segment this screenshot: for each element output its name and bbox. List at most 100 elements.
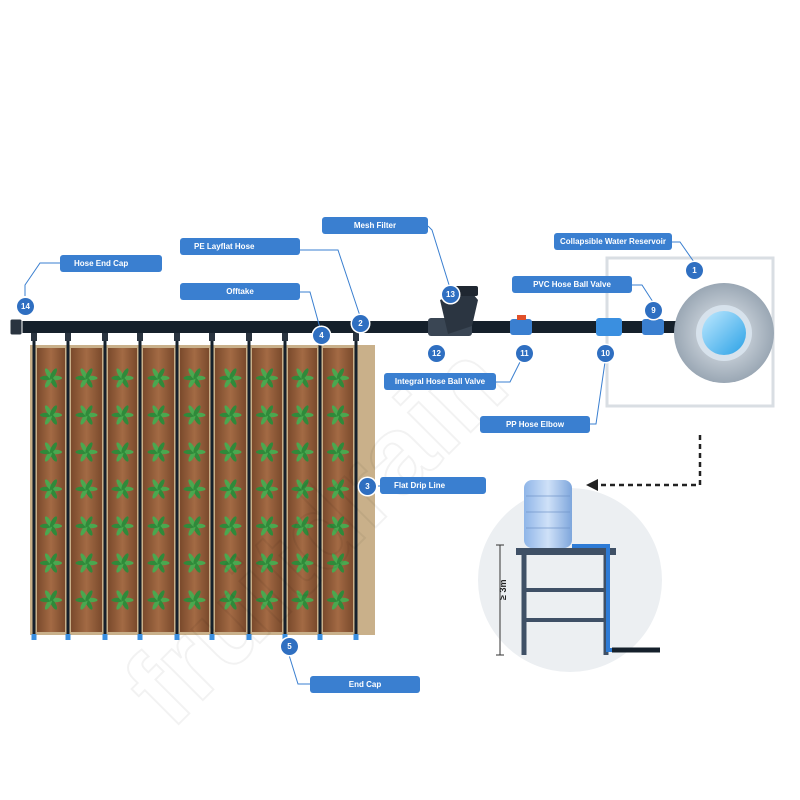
leader-pp-elbow bbox=[590, 361, 606, 425]
plant bbox=[256, 553, 278, 573]
label-flat-drip-line: Flat Drip Line bbox=[380, 477, 486, 494]
leader-pe-layflat bbox=[300, 249, 361, 317]
leader-hose-end-cap bbox=[24, 262, 60, 296]
plant bbox=[75, 368, 98, 388]
plant bbox=[291, 590, 314, 610]
offtake-shape bbox=[209, 333, 215, 341]
plant bbox=[256, 516, 278, 536]
plant bbox=[40, 553, 62, 573]
plant bbox=[40, 590, 62, 610]
plant bbox=[111, 442, 134, 462]
badge-14: 14 bbox=[17, 298, 34, 315]
offtake-shape bbox=[246, 333, 252, 341]
plant bbox=[111, 590, 134, 610]
end-cap-shape bbox=[174, 634, 180, 640]
badge-5: 5 bbox=[281, 638, 298, 655]
plant bbox=[291, 479, 314, 499]
plant bbox=[75, 516, 98, 536]
badge-13: 13 bbox=[442, 286, 459, 303]
plant bbox=[183, 590, 206, 610]
plant bbox=[40, 405, 62, 425]
badge-1: 1 bbox=[686, 262, 703, 279]
plant bbox=[291, 442, 314, 462]
leader-mesh-filter bbox=[427, 225, 451, 289]
leader-reservoir bbox=[672, 241, 695, 263]
end-cap-shape bbox=[317, 634, 323, 640]
plant bbox=[327, 479, 349, 499]
leader-offtake bbox=[300, 291, 321, 329]
plant bbox=[111, 368, 134, 388]
plant bbox=[219, 442, 242, 462]
plant bbox=[291, 405, 314, 425]
offtake-shape bbox=[65, 333, 71, 341]
pvc-ball-valve-shape bbox=[642, 319, 664, 335]
leader-end-cap bbox=[288, 654, 310, 685]
badge-11: 11 bbox=[516, 345, 533, 362]
plant bbox=[219, 553, 242, 573]
leader-integral-valve bbox=[496, 361, 521, 383]
plant bbox=[327, 405, 349, 425]
plant bbox=[183, 368, 206, 388]
plant bbox=[256, 590, 278, 610]
plant bbox=[183, 516, 206, 536]
plant bbox=[147, 516, 170, 536]
plant bbox=[147, 479, 170, 499]
label-integral-ball-valve: Integral Hose Ball Valve bbox=[384, 373, 496, 390]
integral-valve-handle bbox=[517, 315, 526, 320]
hose-end-cap-shape bbox=[9, 318, 23, 336]
badge-9: 9 bbox=[645, 302, 662, 319]
collapsible-reservoir-shape bbox=[674, 283, 774, 383]
label-offtake: Offtake bbox=[180, 283, 300, 300]
plant bbox=[111, 553, 134, 573]
crop-field bbox=[30, 345, 375, 635]
plant bbox=[256, 442, 278, 462]
offtake-shape bbox=[137, 333, 143, 341]
plant bbox=[40, 516, 62, 536]
plant bbox=[147, 553, 170, 573]
tank-height-label: ≥ 3m bbox=[498, 579, 508, 600]
elevated-tank-scene bbox=[478, 480, 662, 672]
plant bbox=[219, 479, 242, 499]
plant bbox=[219, 516, 242, 536]
plant bbox=[111, 516, 134, 536]
offtake-shape bbox=[31, 333, 37, 341]
integral-ball-valve-shape bbox=[510, 319, 532, 335]
badge-12: 12 bbox=[428, 345, 445, 362]
plant bbox=[327, 553, 349, 573]
plant bbox=[219, 368, 242, 388]
label-collapsible-reservoir: Collapsible Water Reservoir bbox=[554, 233, 672, 250]
plant bbox=[291, 368, 314, 388]
plant bbox=[40, 442, 62, 462]
plant bbox=[75, 553, 98, 573]
badge-4: 4 bbox=[313, 327, 330, 344]
label-pe-layflat-hose: PE Layflat Hose bbox=[180, 238, 300, 255]
label-end-cap: End Cap bbox=[310, 676, 420, 693]
plant bbox=[291, 516, 314, 536]
plant bbox=[75, 590, 98, 610]
plant bbox=[256, 368, 278, 388]
plant bbox=[219, 405, 242, 425]
dashed-arrow bbox=[596, 435, 702, 487]
plant bbox=[147, 368, 170, 388]
plant bbox=[219, 590, 242, 610]
end-cap-shape bbox=[102, 634, 108, 640]
end-cap-shape bbox=[137, 634, 143, 640]
plant bbox=[183, 442, 206, 462]
offtake-shape bbox=[282, 333, 288, 341]
plant bbox=[291, 553, 314, 573]
dashed-arrow-head bbox=[586, 479, 598, 491]
plant bbox=[40, 479, 62, 499]
plant bbox=[75, 405, 98, 425]
end-cap-shape bbox=[353, 634, 359, 640]
plant bbox=[147, 405, 170, 425]
label-hose-end-cap: Hose End Cap bbox=[60, 255, 162, 272]
end-cap-shape bbox=[65, 634, 71, 640]
plant bbox=[327, 442, 349, 462]
plant bbox=[256, 405, 278, 425]
label-pp-hose-elbow: PP Hose Elbow bbox=[480, 416, 590, 433]
plant bbox=[327, 368, 349, 388]
badge-3: 3 bbox=[359, 478, 376, 495]
plant bbox=[147, 442, 170, 462]
plant bbox=[147, 590, 170, 610]
plant bbox=[40, 368, 62, 388]
